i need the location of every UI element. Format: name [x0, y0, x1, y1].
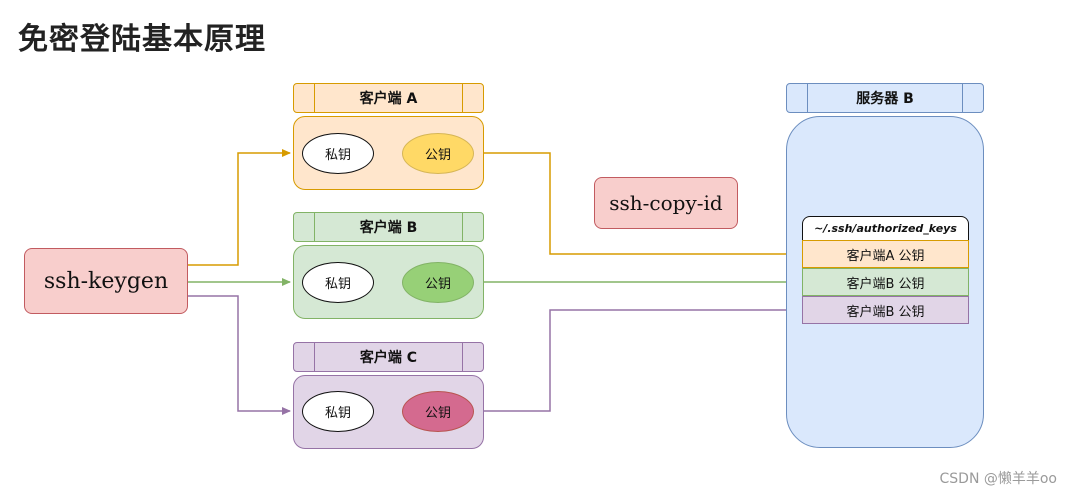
authorized-keys-header: ~/.ssh/authorized_keys [802, 216, 969, 240]
server-label: 服务器 B [856, 91, 914, 107]
client-c-private-key: 私钥 [302, 391, 374, 432]
ssh-copy-id-box: ssh-copy-id [594, 177, 738, 229]
authorized-key-entry-a: 客户端A 公钥 [802, 240, 969, 268]
client-a-public-key: 公钥 [402, 133, 474, 174]
client-a-label: 客户端 A [359, 91, 418, 107]
client-b-label: 客户端 B [359, 220, 418, 236]
watermark-text: CSDN @懒羊羊oo [939, 471, 1058, 487]
page-title: 免密登陆基本原理 [18, 22, 266, 57]
arrow-pubkey-a-to-server [476, 152, 801, 258]
arrow-pubkey-c-to-server [476, 306, 801, 412]
client-a-private-key: 私钥 [302, 133, 374, 174]
authorized-key-entry-b: 客户端B 公钥 [802, 268, 969, 296]
authorized-key-entry-c: 客户端B 公钥 [802, 296, 969, 324]
arrow-keygen-to-client-a [188, 149, 291, 266]
client-b-private-key: 私钥 [302, 262, 374, 303]
client-c-public-key: 公钥 [402, 391, 474, 432]
server-header: 服务器 B [786, 83, 984, 113]
client-a-header: 客户端 A [293, 83, 484, 113]
client-b-header: 客户端 B [293, 212, 484, 242]
client-c-label: 客户端 C [359, 350, 418, 366]
client-b-public-key: 公钥 [402, 262, 474, 303]
arrow-keygen-to-client-c [188, 295, 291, 415]
client-c-header: 客户端 C [293, 342, 484, 372]
ssh-keygen-box: ssh-keygen [24, 248, 188, 314]
